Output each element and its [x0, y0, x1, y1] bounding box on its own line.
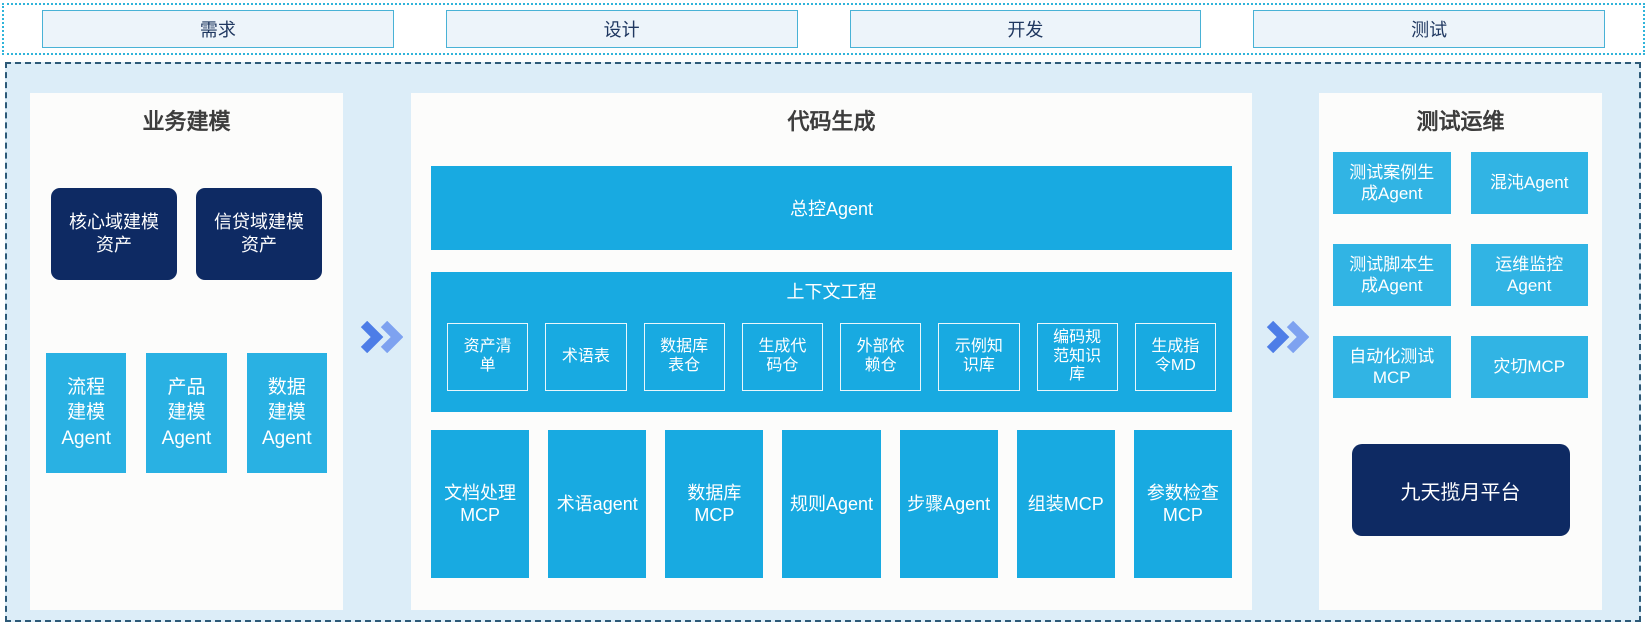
agent-box-data-modeling: 数据 建模 Agent	[246, 353, 327, 473]
mcp-box-parameter-check: 参数检查 MCP	[1133, 430, 1232, 578]
context-box-db-table-repo: 数据库 表仓	[643, 323, 725, 391]
phase-box-requirements: 需求	[42, 10, 394, 48]
phase-box-development: 开发	[849, 10, 1202, 48]
test-box-script-generation-agent: 测试脚本生 成Agent	[1333, 244, 1451, 306]
mcp-box-assembly: 组装MCP	[1016, 430, 1115, 578]
main-container: 业务建模 核心域建模 资产 信贷域建模 资产 流程 建模 Agent 产品 建模…	[5, 62, 1641, 622]
platform-box-jiutian-lanyue: 九天揽月平台	[1351, 444, 1570, 536]
section-business-modeling: 业务建模 核心域建模 资产 信贷域建模 资产 流程 建模 Agent 产品 建模…	[30, 93, 343, 610]
flow-arrow-icon	[359, 320, 404, 354]
context-box-example-kb: 示例知 识库	[938, 323, 1020, 391]
context-box-external-deps-repo: 外部依 赖仓	[840, 323, 922, 391]
mcp-box-terminology-agent: 术语agent	[548, 430, 647, 578]
agent-box-product-modeling: 产品 建模 Agent	[146, 353, 227, 473]
test-box-chaos-agent: 混沌Agent	[1470, 152, 1588, 214]
section-title: 业务建模	[142, 109, 231, 134]
context-engineering-title: 上下文工程	[786, 282, 877, 302]
phase-strip: 需求 设计 开发 测试	[2, 3, 1645, 55]
context-engineering-container: 上下文工程 资产清 单 术语表 数据库 表仓 生成代 码仓 外部依 赖仓 示例知…	[431, 272, 1232, 412]
context-box-generation-instruction-md: 生成指 令MD	[1134, 323, 1216, 391]
master-agent-bar: 总控Agent	[431, 166, 1232, 250]
mcp-box-database: 数据库 MCP	[665, 430, 764, 578]
phase-box-testing: 测试	[1253, 10, 1605, 48]
context-box-generated-code-repo: 生成代 码仓	[741, 323, 823, 391]
section-test-ops: 测试运维 测试案例生 成Agent 混沌Agent 测试脚本生 成Agent 运…	[1319, 93, 1602, 610]
section-code-generation: 代码生成 总控Agent 上下文工程 资产清 单 术语表 数据库 表仓 生成代 …	[411, 93, 1252, 610]
context-items-row: 资产清 单 术语表 数据库 表仓 生成代 码仓 外部依 赖仓 示例知 识库 编码…	[447, 323, 1216, 391]
context-box-asset-list: 资产清 单	[447, 323, 529, 391]
asset-box-credit-domain: 信贷域建模 资产	[196, 188, 322, 280]
test-box-ops-monitoring-agent: 运维监控 Agent	[1470, 244, 1588, 306]
agent-box-process-modeling: 流程 建模 Agent	[46, 353, 127, 473]
section-title: 代码生成	[787, 109, 876, 134]
context-box-glossary: 术语表	[545, 323, 627, 391]
test-box-case-generation-agent: 测试案例生 成Agent	[1333, 152, 1451, 214]
section-title: 测试运维	[1416, 109, 1505, 134]
mcp-agents-row: 文档处理 MCP 术语agent 数据库 MCP 规则Agent 步骤Agent…	[431, 430, 1232, 578]
flow-arrow-icon	[1265, 320, 1310, 354]
modeling-agents-row: 流程 建模 Agent 产品 建模 Agent 数据 建模 Agent	[46, 353, 327, 473]
modeling-assets-row: 核心域建模 资产 信贷域建模 资产	[51, 188, 322, 280]
mcp-box-rules-agent: 规则Agent	[782, 430, 881, 578]
test-tools-grid: 测试案例生 成Agent 混沌Agent 测试脚本生 成Agent 运维监控 A…	[1333, 152, 1588, 398]
test-box-automated-testing-mcp: 自动化测试 MCP	[1333, 336, 1451, 398]
mcp-box-steps-agent: 步骤Agent	[899, 430, 998, 578]
asset-box-core-domain: 核心域建模 资产	[51, 188, 177, 280]
phase-box-design: 设计	[445, 10, 798, 48]
test-box-disaster-switch-mcp: 灾切MCP	[1470, 336, 1588, 398]
mcp-box-doc-processing: 文档处理 MCP	[431, 430, 530, 578]
context-box-coding-standards-kb: 编码规 范知识 库	[1036, 323, 1118, 391]
